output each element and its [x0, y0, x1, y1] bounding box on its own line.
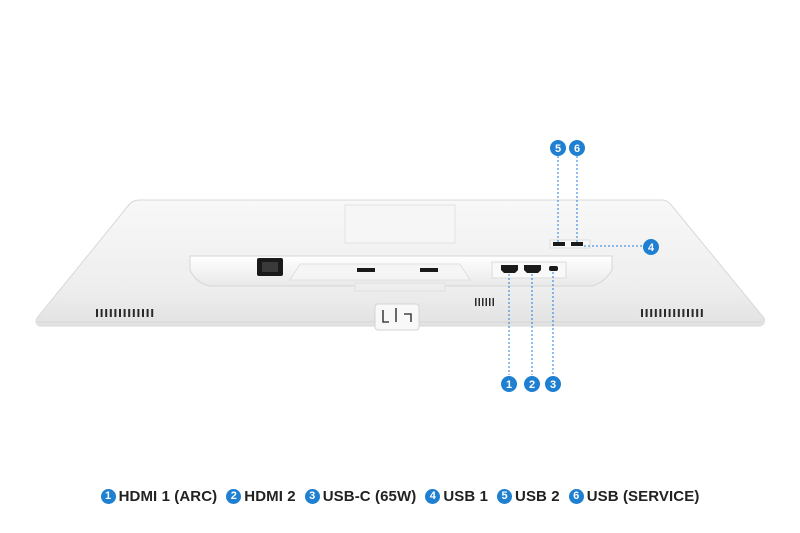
legend-item-hdmi-1: 1 HDMI 1 (ARC) — [100, 487, 218, 505]
svg-text:2: 2 — [529, 379, 535, 391]
legend-badge: 5 — [497, 488, 513, 504]
vent-slot — [485, 298, 487, 306]
upper-port-panel — [549, 239, 591, 249]
callout-6-badge: 6 — [569, 140, 585, 156]
vent-center — [475, 298, 494, 306]
callout-5-badge: 5 — [550, 140, 566, 156]
legend-label: USB 2 — [515, 487, 560, 505]
svg-text:3: 3 — [550, 379, 556, 391]
vent-slot — [677, 309, 680, 317]
vent-slot — [96, 309, 98, 317]
hdmi-1-port — [501, 265, 518, 273]
legend-badge: 3 — [304, 488, 320, 504]
legend-label: USB 1 — [443, 487, 489, 505]
vent-slot — [475, 298, 477, 306]
callout-2-badge: 2 — [524, 376, 540, 392]
usb-1-port — [571, 242, 583, 246]
vent-slot — [100, 309, 103, 317]
vent-slot — [132, 309, 135, 317]
vesa-mount — [344, 204, 456, 244]
legend-item-usb-2: 5 USB 2 — [497, 488, 560, 505]
vent-slot — [673, 309, 676, 317]
lower-port-panel — [491, 261, 567, 279]
callout-1-badge: 1 — [501, 376, 517, 392]
vent-slot — [641, 309, 643, 317]
legend-badge: 2 — [226, 488, 242, 504]
vent-slot — [109, 309, 112, 317]
vent-slot — [492, 298, 494, 306]
vent-slot — [146, 309, 149, 317]
vent-slot — [128, 309, 131, 317]
vent-slot — [664, 309, 666, 317]
legend-label: HDMI 2 — [244, 487, 296, 505]
vent-slot — [478, 298, 480, 306]
vent-slot — [114, 309, 117, 317]
vent-slot — [489, 298, 491, 306]
vent-slot — [482, 298, 484, 306]
vent-slot — [700, 309, 703, 317]
stand-slot — [420, 268, 438, 272]
vent-slot — [119, 309, 121, 317]
legend-label: USB-C (65W) — [322, 487, 417, 505]
svg-text:4: 4 — [648, 242, 655, 254]
vent-slot — [645, 309, 648, 317]
vent-slot — [105, 309, 108, 317]
hdmi-2-port — [524, 265, 541, 273]
vent-slot — [151, 309, 154, 317]
stand-slot — [357, 268, 375, 272]
legend-badge: 6 — [568, 488, 584, 504]
svg-text:6: 6 — [574, 143, 580, 155]
leader-lines — [508, 156, 643, 375]
port-legend: 1 HDMI 1 (ARC) 2 HDMI 2 3 USB-C (65W) 4 … — [0, 484, 800, 508]
legend-item-usb-1: 4 USB 1 — [425, 488, 488, 505]
vent-slot — [142, 309, 144, 317]
vent-slot — [696, 309, 699, 317]
vent-slot — [123, 309, 126, 317]
vent-left — [96, 309, 154, 317]
vent-slot — [659, 309, 662, 317]
legend-label: HDMI 1 (ARC) — [118, 487, 218, 505]
legend-item-hdmi-2: 2 HDMI 2 — [226, 487, 296, 505]
stand-neck — [374, 303, 420, 331]
vent-slot — [137, 309, 140, 317]
callout-3-badge: 3 — [545, 376, 561, 392]
legend-badge: 4 — [425, 488, 441, 504]
legend-badge: 1 — [100, 488, 116, 504]
usb-2-port — [553, 242, 565, 246]
vent-slot — [654, 309, 657, 317]
legend-item-usb-service: 6 USB (SERVICE) — [568, 487, 700, 505]
legend-item-usb-c: 3 USB-C (65W) — [304, 487, 417, 505]
vent-slot — [691, 309, 694, 317]
legend-label: USB (SERVICE) — [586, 487, 700, 505]
vent-slot — [668, 309, 671, 317]
svg-text:5: 5 — [555, 143, 561, 155]
vent-slot — [687, 309, 689, 317]
vent-slot — [650, 309, 653, 317]
vent-slot — [682, 309, 685, 317]
callout-4-badge: 4 — [643, 239, 659, 255]
vent-right — [641, 309, 703, 317]
usb-c-port — [549, 266, 558, 271]
power-socket — [257, 258, 283, 276]
svg-text:1: 1 — [506, 379, 512, 391]
